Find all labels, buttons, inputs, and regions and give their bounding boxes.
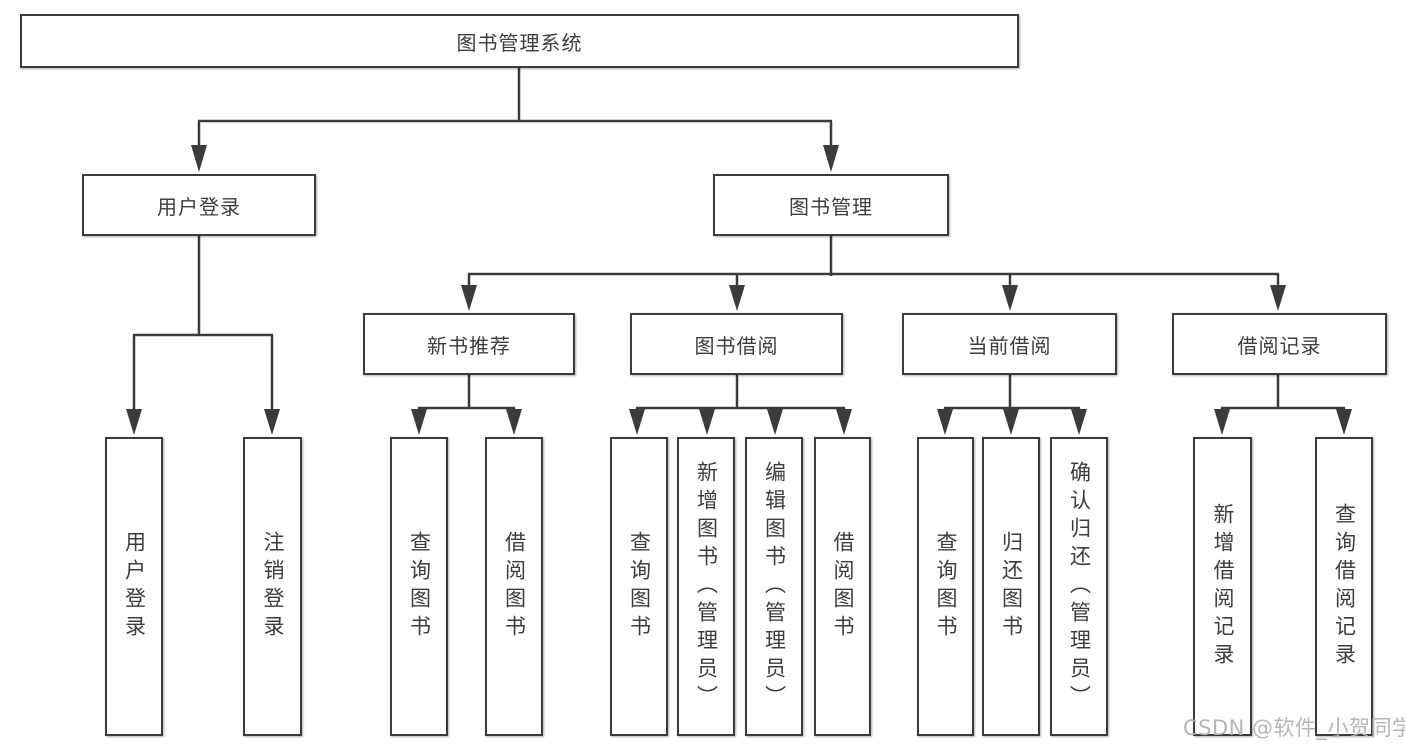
wire-user-login-to-leaves [126,236,280,435]
leaf-borrow-books-recommend: 借阅图书 [485,437,543,736]
leaf-query-books-borrow-label: 查询图书 [627,530,652,643]
leaf-query-books-borrow: 查询图书 [610,437,668,736]
csdn-watermark: CSDN @软件_小贺同学 [1183,716,1405,740]
wire-new-book-recommend-to-leaves [411,375,522,435]
node-book-management-label: 图书管理 [789,194,873,219]
leaf-query-books-recommend-label: 查询图书 [407,530,432,643]
leaf-query-borrow-record-label: 查询借阅记录 [1332,502,1357,671]
node-new-book-recommend: 新书推荐 [363,313,575,375]
node-book-management: 图书管理 [713,174,949,236]
leaf-query-books-recommend: 查询图书 [390,437,448,736]
leaf-borrow-books-label: 借阅图书 [831,530,855,643]
node-book-borrow: 图书借阅 [630,313,843,375]
leaf-query-books-current: 查询图书 [917,437,974,736]
leaf-add-borrow-record: 新增借阅记录 [1193,437,1252,736]
wire-current-borrow-to-leaves [937,375,1087,435]
leaf-confirm-return-admin: 确认归还（管理员） [1050,437,1108,736]
node-current-borrow: 当前借阅 [902,313,1117,375]
node-new-book-recommend-label: 新书推荐 [427,333,511,358]
node-borrow-records: 借阅记录 [1172,313,1387,375]
wire-borrow-records-to-leaves [1214,375,1352,435]
leaf-edit-books-admin-label: 编辑图书（管理员） [762,460,787,713]
leaf-user-login-label: 用户登录 [122,530,147,643]
leaf-query-books-current-label: 查询图书 [934,530,958,643]
leaf-borrow-books: 借阅图书 [814,437,871,736]
leaf-add-books-admin: 新增图书（管理员） [677,437,735,736]
leaf-logout-label: 注销登录 [261,530,285,643]
node-user-login: 用户登录 [82,174,316,236]
node-user-login-label: 用户登录 [157,194,241,219]
leaf-borrow-books-recommend-label: 借阅图书 [502,530,527,643]
leaf-edit-books-admin: 编辑图书（管理员） [745,437,803,736]
leaf-return-books: 归还图书 [982,437,1040,736]
node-current-borrow-label: 当前借阅 [967,333,1052,358]
leaf-confirm-return-admin-label: 确认归还（管理员） [1067,460,1092,713]
leaf-logout: 注销登录 [243,437,302,736]
wire-book-management-to-level3 [461,236,1286,311]
leaf-user-login: 用户登录 [105,437,163,736]
leaf-return-books-label: 归还图书 [999,530,1024,643]
wire-root-to-level2 [191,68,839,172]
wire-book-borrow-to-leaves [629,375,852,435]
leaf-add-books-admin-label: 新增图书（管理员） [694,460,719,713]
node-book-borrow-label: 图书借阅 [694,333,779,358]
node-root: 图书管理系统 [20,14,1019,68]
node-borrow-records-label: 借阅记录 [1237,333,1322,358]
node-root-label: 图书管理系统 [456,30,583,55]
leaf-add-borrow-record-label: 新增借阅记录 [1211,502,1235,671]
leaf-query-borrow-record: 查询借阅记录 [1315,437,1373,736]
